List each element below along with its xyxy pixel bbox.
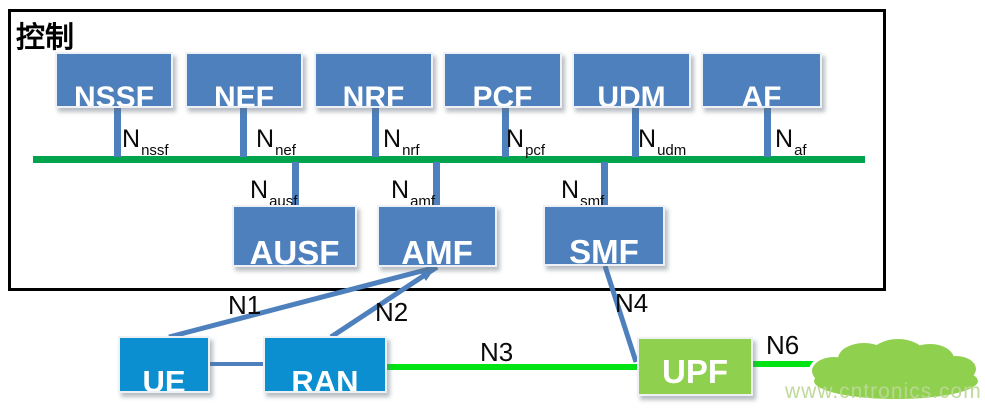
n1-label: N1: [228, 290, 262, 320]
iface-amf-main: N: [391, 176, 410, 204]
node-udm: UDM: [572, 52, 691, 108]
iface-label-smf: Nsmf: [561, 176, 604, 210]
stub-pcf: [502, 106, 509, 157]
node-nssf: NSSF: [55, 52, 173, 108]
control-plane-frame: [8, 9, 886, 291]
node-ue-label: UE: [142, 364, 186, 393]
iface-nef-main: N: [256, 125, 275, 153]
iface-label-pcf: Npcf: [506, 125, 546, 159]
node-nrf-label: NRF: [342, 81, 405, 108]
node-af-label: AF: [741, 81, 782, 108]
iface-pcf-main: N: [506, 125, 525, 153]
node-nef-label: NEF: [214, 81, 274, 108]
node-smf-label: SMF: [569, 233, 639, 266]
iface-smf-main: N: [561, 176, 580, 204]
iface-nrf-main: N: [383, 125, 402, 153]
node-ran-label: RAN: [291, 364, 359, 393]
node-amf-label: AMF: [401, 234, 473, 267]
node-nrf: NRF: [314, 52, 433, 108]
iface-af-sub: af: [794, 142, 807, 159]
node-ausf-label: AUSF: [249, 234, 340, 267]
node-upf-label: UPF: [662, 353, 728, 390]
node-pcf-label: PCF: [472, 81, 533, 108]
node-nef: NEF: [185, 52, 303, 108]
iface-nssf-sub: nssf: [141, 142, 169, 159]
node-ausf: AUSF: [232, 205, 357, 267]
node-nssf-label: NSSF: [73, 81, 154, 108]
node-af: AF: [701, 52, 822, 108]
stub-smf: [601, 162, 608, 208]
node-upf: UPF: [637, 337, 753, 396]
n3-line: [387, 364, 637, 370]
stub-amf: [433, 162, 440, 208]
control-plane-label: 控制: [16, 20, 75, 54]
node-udm-label: UDM: [597, 81, 666, 108]
iface-label-ausf: Nausf: [250, 176, 297, 210]
iface-label-nef: Nnef: [256, 125, 296, 159]
iface-label-af: Naf: [775, 125, 807, 159]
watermark-text: www.cntronics.com: [785, 380, 982, 403]
n3-label: N3: [480, 337, 514, 367]
iface-ausf-main: N: [250, 176, 269, 204]
service-bus-line: [33, 156, 865, 163]
stub-nrf: [372, 106, 379, 157]
node-amf: AMF: [377, 205, 497, 267]
iface-label-nssf: Nnssf: [122, 125, 169, 159]
stub-udm: [632, 106, 639, 157]
iface-nrf-sub: nrf: [402, 142, 420, 159]
stub-nssf: [114, 106, 121, 157]
iface-af-main: N: [775, 125, 794, 153]
node-pcf: PCF: [443, 52, 562, 108]
stub-ausf: [292, 162, 299, 208]
n6-line: [753, 361, 815, 367]
n2-label: N2: [375, 297, 409, 327]
stub-af: [764, 106, 771, 157]
iface-label-udm: Nudm: [638, 125, 687, 159]
iface-pcf-sub: pcf: [525, 142, 546, 159]
iface-label-amf: Namf: [391, 176, 435, 210]
iface-udm-sub: udm: [657, 142, 687, 159]
n6-label: N6: [766, 330, 800, 360]
node-ran: RAN: [263, 336, 387, 393]
iface-nssf-main: N: [122, 125, 141, 153]
n4-label: N4: [615, 288, 649, 318]
iface-nef-sub: nef: [275, 142, 296, 159]
iface-label-nrf: Nnrf: [383, 125, 420, 159]
node-smf: SMF: [543, 205, 665, 266]
iface-udm-main: N: [638, 125, 657, 153]
node-ue: UE: [118, 336, 210, 393]
stub-nef: [240, 106, 247, 157]
